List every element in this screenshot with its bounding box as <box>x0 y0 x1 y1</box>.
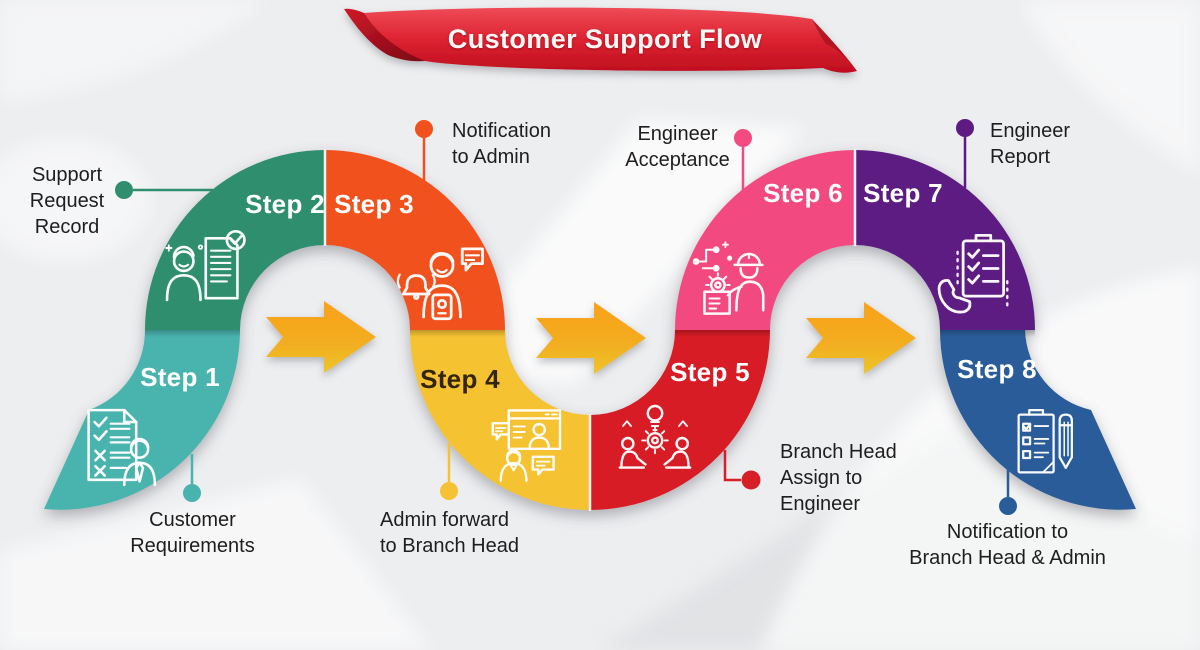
page-title: Customer Support Flow <box>447 24 763 54</box>
connector-support-request-record <box>115 181 213 199</box>
engineer-acceptance-icon <box>691 238 775 322</box>
step-3-label: Step 3 <box>334 189 414 219</box>
annotation-engineer-report: Engineer Report <box>990 120 1071 168</box>
step-5-label: Step 5 <box>670 357 750 387</box>
engineer-report-icon <box>930 228 1022 320</box>
connector-notification-to-admin <box>415 120 433 181</box>
notification-to-admin-icon <box>396 236 488 328</box>
step-7-label: Step 7 <box>863 178 943 208</box>
annotation-branch-head-assign: Branch Head Assign to Engineer <box>780 441 897 515</box>
step-4-label: Step 4 <box>420 364 500 394</box>
arrow-step2-to-step3-icon <box>266 301 376 373</box>
admin-forward-icon <box>488 404 568 484</box>
connector-notification-bh-admin <box>999 467 1017 515</box>
annotation-support-request-record: Support Request Record <box>29 164 105 238</box>
connector-engineer-report <box>956 119 974 188</box>
step-5-segment <box>590 330 770 510</box>
step-1-segment <box>44 330 240 510</box>
annotation-engineer-acceptance: Engineer Acceptance <box>625 123 730 171</box>
segment-joints <box>145 149 1035 511</box>
customer-requirements-icon <box>75 405 160 490</box>
annotation-notification-bh-admin: Notification to Branch Head & Admin <box>909 521 1106 569</box>
step-2-segment <box>145 150 325 330</box>
connector-engineer-acceptance <box>734 129 752 190</box>
step-6-label: Step 6 <box>763 178 843 208</box>
step-2-label: Step 2 <box>245 189 325 219</box>
step-3-segment <box>325 150 505 330</box>
arrow-step4-to-step5-icon <box>536 302 646 374</box>
annotation-customer-requirements: Customer Requirements <box>130 509 255 557</box>
connector-customer-requirements <box>183 454 201 502</box>
step-8-label: Step 8 <box>957 354 1037 384</box>
notification-branch-head-admin-icon <box>1008 404 1084 480</box>
annotation-notification-to-admin: Notification to Admin <box>452 120 551 168</box>
step-1-label: Step 1 <box>140 362 220 392</box>
connector-branch-head-assign <box>723 450 761 490</box>
annotation-admin-forward: Admin forward to Branch Head <box>380 509 519 557</box>
step-8-segment <box>940 330 1136 510</box>
step-7-segment <box>855 150 1035 330</box>
branch-head-assign-icon <box>615 402 695 482</box>
support-request-record-icon <box>160 226 248 314</box>
connector-admin-forward <box>440 443 458 500</box>
annotation-connectors <box>115 119 1017 515</box>
flow-arrows <box>266 301 916 374</box>
title-ribbon <box>344 7 857 73</box>
arrow-step6-to-step7-icon <box>806 302 916 374</box>
